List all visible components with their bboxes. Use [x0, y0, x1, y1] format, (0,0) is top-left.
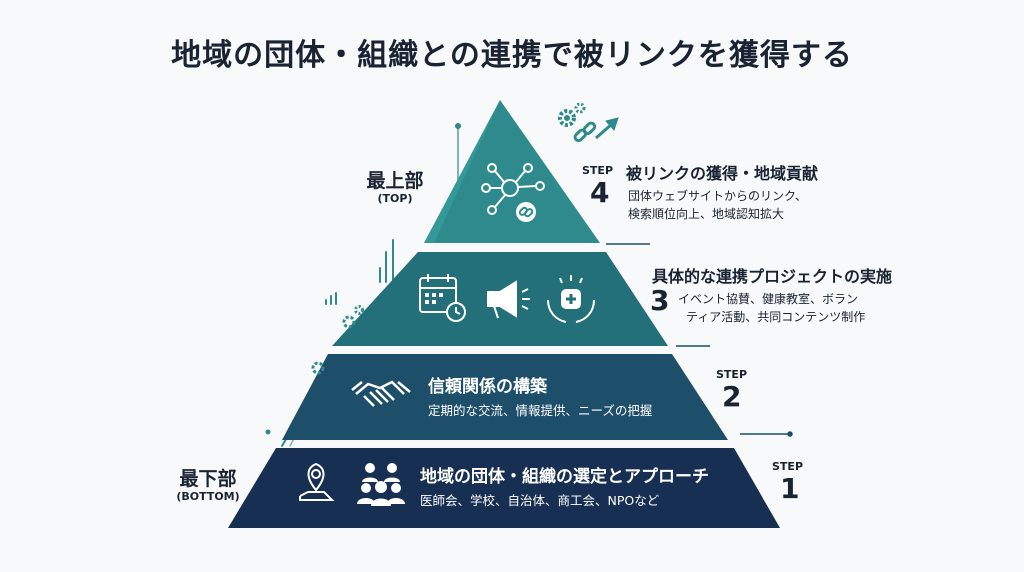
bottom-label: 最下部 — [179, 468, 237, 490]
step-3-desc-line-2: ティア活動、共同コンテンツ制作 — [686, 310, 866, 324]
step-3-desc-line-1: イベント協賛、健康教室、ボラン — [678, 292, 859, 306]
network-icon — [481, 163, 545, 215]
megaphone-icon — [487, 280, 530, 319]
step-3-title: 具体的な連携プロジェクトの実施 — [652, 267, 893, 286]
handshake-icon — [351, 380, 411, 407]
care-hands-icon — [547, 275, 595, 323]
link-icon — [516, 202, 536, 222]
tier-1-shape — [228, 448, 780, 528]
tier-2-shape — [282, 354, 728, 440]
gear-link-arrow-icon — [558, 102, 619, 143]
bottom-label-sub: (BOTTOM) — [176, 490, 240, 503]
calendar-icon — [419, 274, 466, 322]
top-label-sub: (TOP) — [377, 192, 413, 205]
step-4-number: 4 — [590, 176, 610, 209]
top-label: 最上部 — [366, 170, 424, 192]
step-4-desc-line-2: 検索順位向上、地域認知拡大 — [628, 207, 785, 221]
step-1-title: 地域の団体・組織の選定とアプローチ — [420, 467, 709, 487]
tier-4-shape — [424, 100, 600, 243]
group-icon — [357, 463, 405, 506]
step-2-title: 信頼関係の構築 — [428, 377, 547, 397]
step-2-word: STEP — [716, 368, 748, 381]
step-1-desc: 医師会、学校、自治体、商工会、NPOなど — [420, 493, 660, 508]
step-2-desc: 定期的な交流、情報提供、ニーズの把握 — [428, 403, 653, 418]
step-4-desc-line-1: 団体ウェブサイトからのリンク、 — [628, 189, 807, 203]
map-pin-icon — [299, 462, 335, 501]
gear-icon — [311, 305, 364, 375]
step-4-title: 被リンクの獲得・地域貢献 — [626, 164, 819, 183]
step-4-word: STEP — [582, 164, 614, 177]
step-2-number: 2 — [722, 380, 742, 413]
page-title: 地域の団体・組織との連携で被リンクを獲得する — [171, 38, 853, 73]
step-3-number: 3 — [650, 284, 670, 317]
step-1-number: 1 — [780, 472, 800, 505]
step-1-word: STEP — [772, 460, 804, 473]
